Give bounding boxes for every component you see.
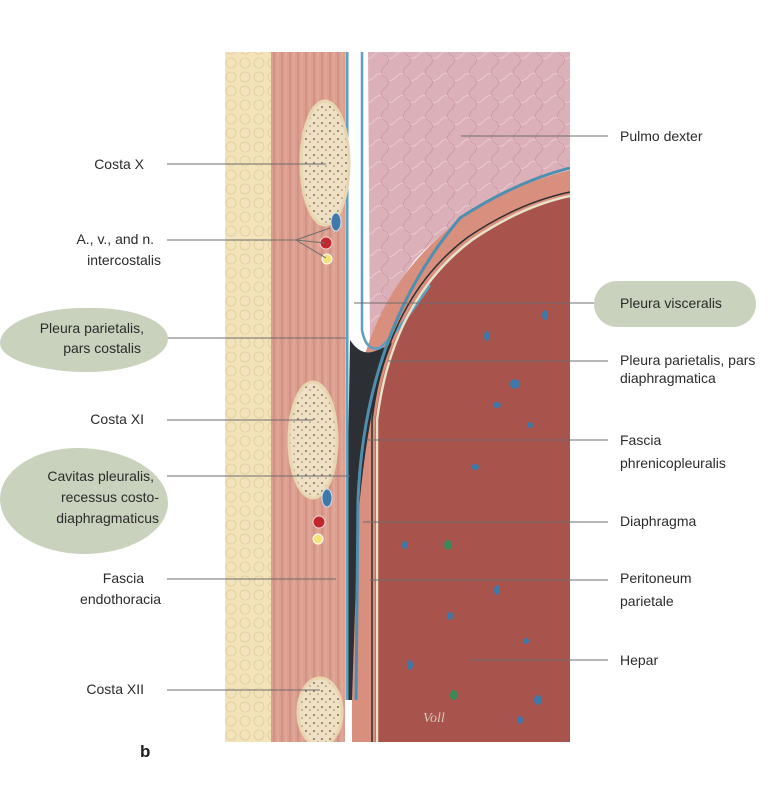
liver-vessel [447,612,453,620]
liver-vessel [450,690,458,700]
label-fascia-phrenicopleuralis-line1: Fascia [620,432,662,448]
peritoneum-dark-line [371,191,570,742]
liver-vessel [471,464,479,470]
label-pleura-diaphragmatica-line2: diaphragmatica [620,370,716,386]
liver-vessel [407,660,413,670]
liver-vessel [542,310,548,320]
liver-vessel [517,716,523,724]
costa-x-bone [299,99,351,227]
label-costa-xi: Costa XI [90,411,144,427]
label-costa-xii: Costa XII [86,681,144,697]
arteria-intercostalis-upper [319,236,333,250]
label-costa-x: Costa X [94,156,144,172]
highlight-cavitas-pleuralis [0,448,168,554]
label-intercostal-line2: intercostalis [87,252,161,268]
label-cavitas-line3: diaphragmaticus [56,510,159,526]
label-pleura-parietalis-line1: Pleura parietalis, [39,320,144,336]
highlight-pleura-visceralis [594,281,756,327]
nervus-intercostalis-upper [321,253,333,265]
vena-intercostalis-lower [321,488,333,508]
liver-vessel [494,585,500,595]
label-fascia-endothoracia-line1: Fascia [102,570,144,586]
label-fascia-phrenicopleuralis-line2: phrenicopleuralis [620,455,726,471]
label-pulmo-dexter: Pulmo dexter [620,128,703,144]
label-pleura-visceralis: Pleura visceralis [620,295,722,311]
nervus-intercostalis-lower [312,533,324,545]
liver-vessel [493,402,501,408]
pleural-recess [346,340,392,700]
liver-vessel [510,379,520,389]
illustrator-signature: Voll [423,711,445,726]
label-peritoneum-line1: Peritoneum [620,570,692,586]
label-pleura-parietalis-line2: pars costalis [63,340,141,356]
liver-vessel [527,422,533,428]
pleura-diaphragmatica-line [354,166,570,701]
label-intercostal-line1: A., v., and n. [76,231,154,247]
label-diaphragma: Diaphragma [620,513,697,529]
label-pleura-diaphragmatica-line1: Pleura parietalis, pars [620,352,756,368]
subcutaneous-fat [225,52,271,742]
label-fascia-endothoracia-line2: endothoracia [80,591,161,607]
peritoneum-line [375,194,570,742]
costa-xii-bone [296,676,344,742]
liver-vessel [534,695,542,705]
leader-lines [167,135,608,691]
label-cavitas-line1: Cavitas pleuralis, [47,468,154,484]
label-cavitas-line2: recessus costo- [60,489,159,505]
liver-vessel [523,638,529,644]
label-hepar: Hepar [620,652,659,668]
panel-letter: b [140,742,151,761]
liver-vessel [444,540,452,550]
highlight-pleura-parietalis [0,308,168,372]
costa-xi-bone [287,380,339,500]
lung-tissue [368,52,570,350]
arteria-intercostalis-lower [312,515,326,529]
pleura-visceralis-line [360,52,432,350]
liver-vessel [484,331,490,341]
label-peritoneum-line2: parietale [620,593,674,609]
liver-vessel [402,541,408,549]
diaphragm-band [352,170,570,742]
vena-intercostalis-upper [330,212,342,232]
